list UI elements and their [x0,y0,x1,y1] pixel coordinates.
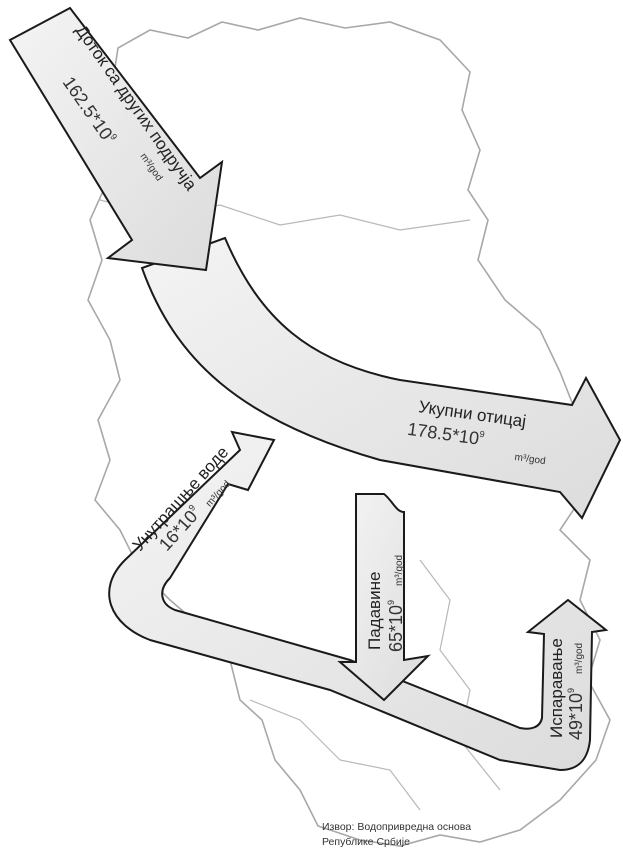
region-border [419,559,501,791]
evaporation-unit: m³/god [574,643,585,674]
source-line-2: Републике Србије [322,836,410,848]
total-outflow-unit: m³/god [514,452,546,467]
total-outflow-arrow [140,236,622,520]
internal-waters-loop [108,430,609,772]
precipitation-arrow [337,493,431,702]
country-border [87,17,611,847]
precipitation-label: Падавине [365,572,384,650]
source-line-1: Извор: Водопривредна основа [322,821,471,833]
region-border [249,699,421,811]
evaporation-value: 49*109 [566,688,586,740]
evaporation-label: Испаравање [547,638,566,738]
precipitation-unit: m³/god [394,555,405,586]
precipitation-value: 65*109 [386,600,406,652]
inflow-arrow [8,6,224,272]
